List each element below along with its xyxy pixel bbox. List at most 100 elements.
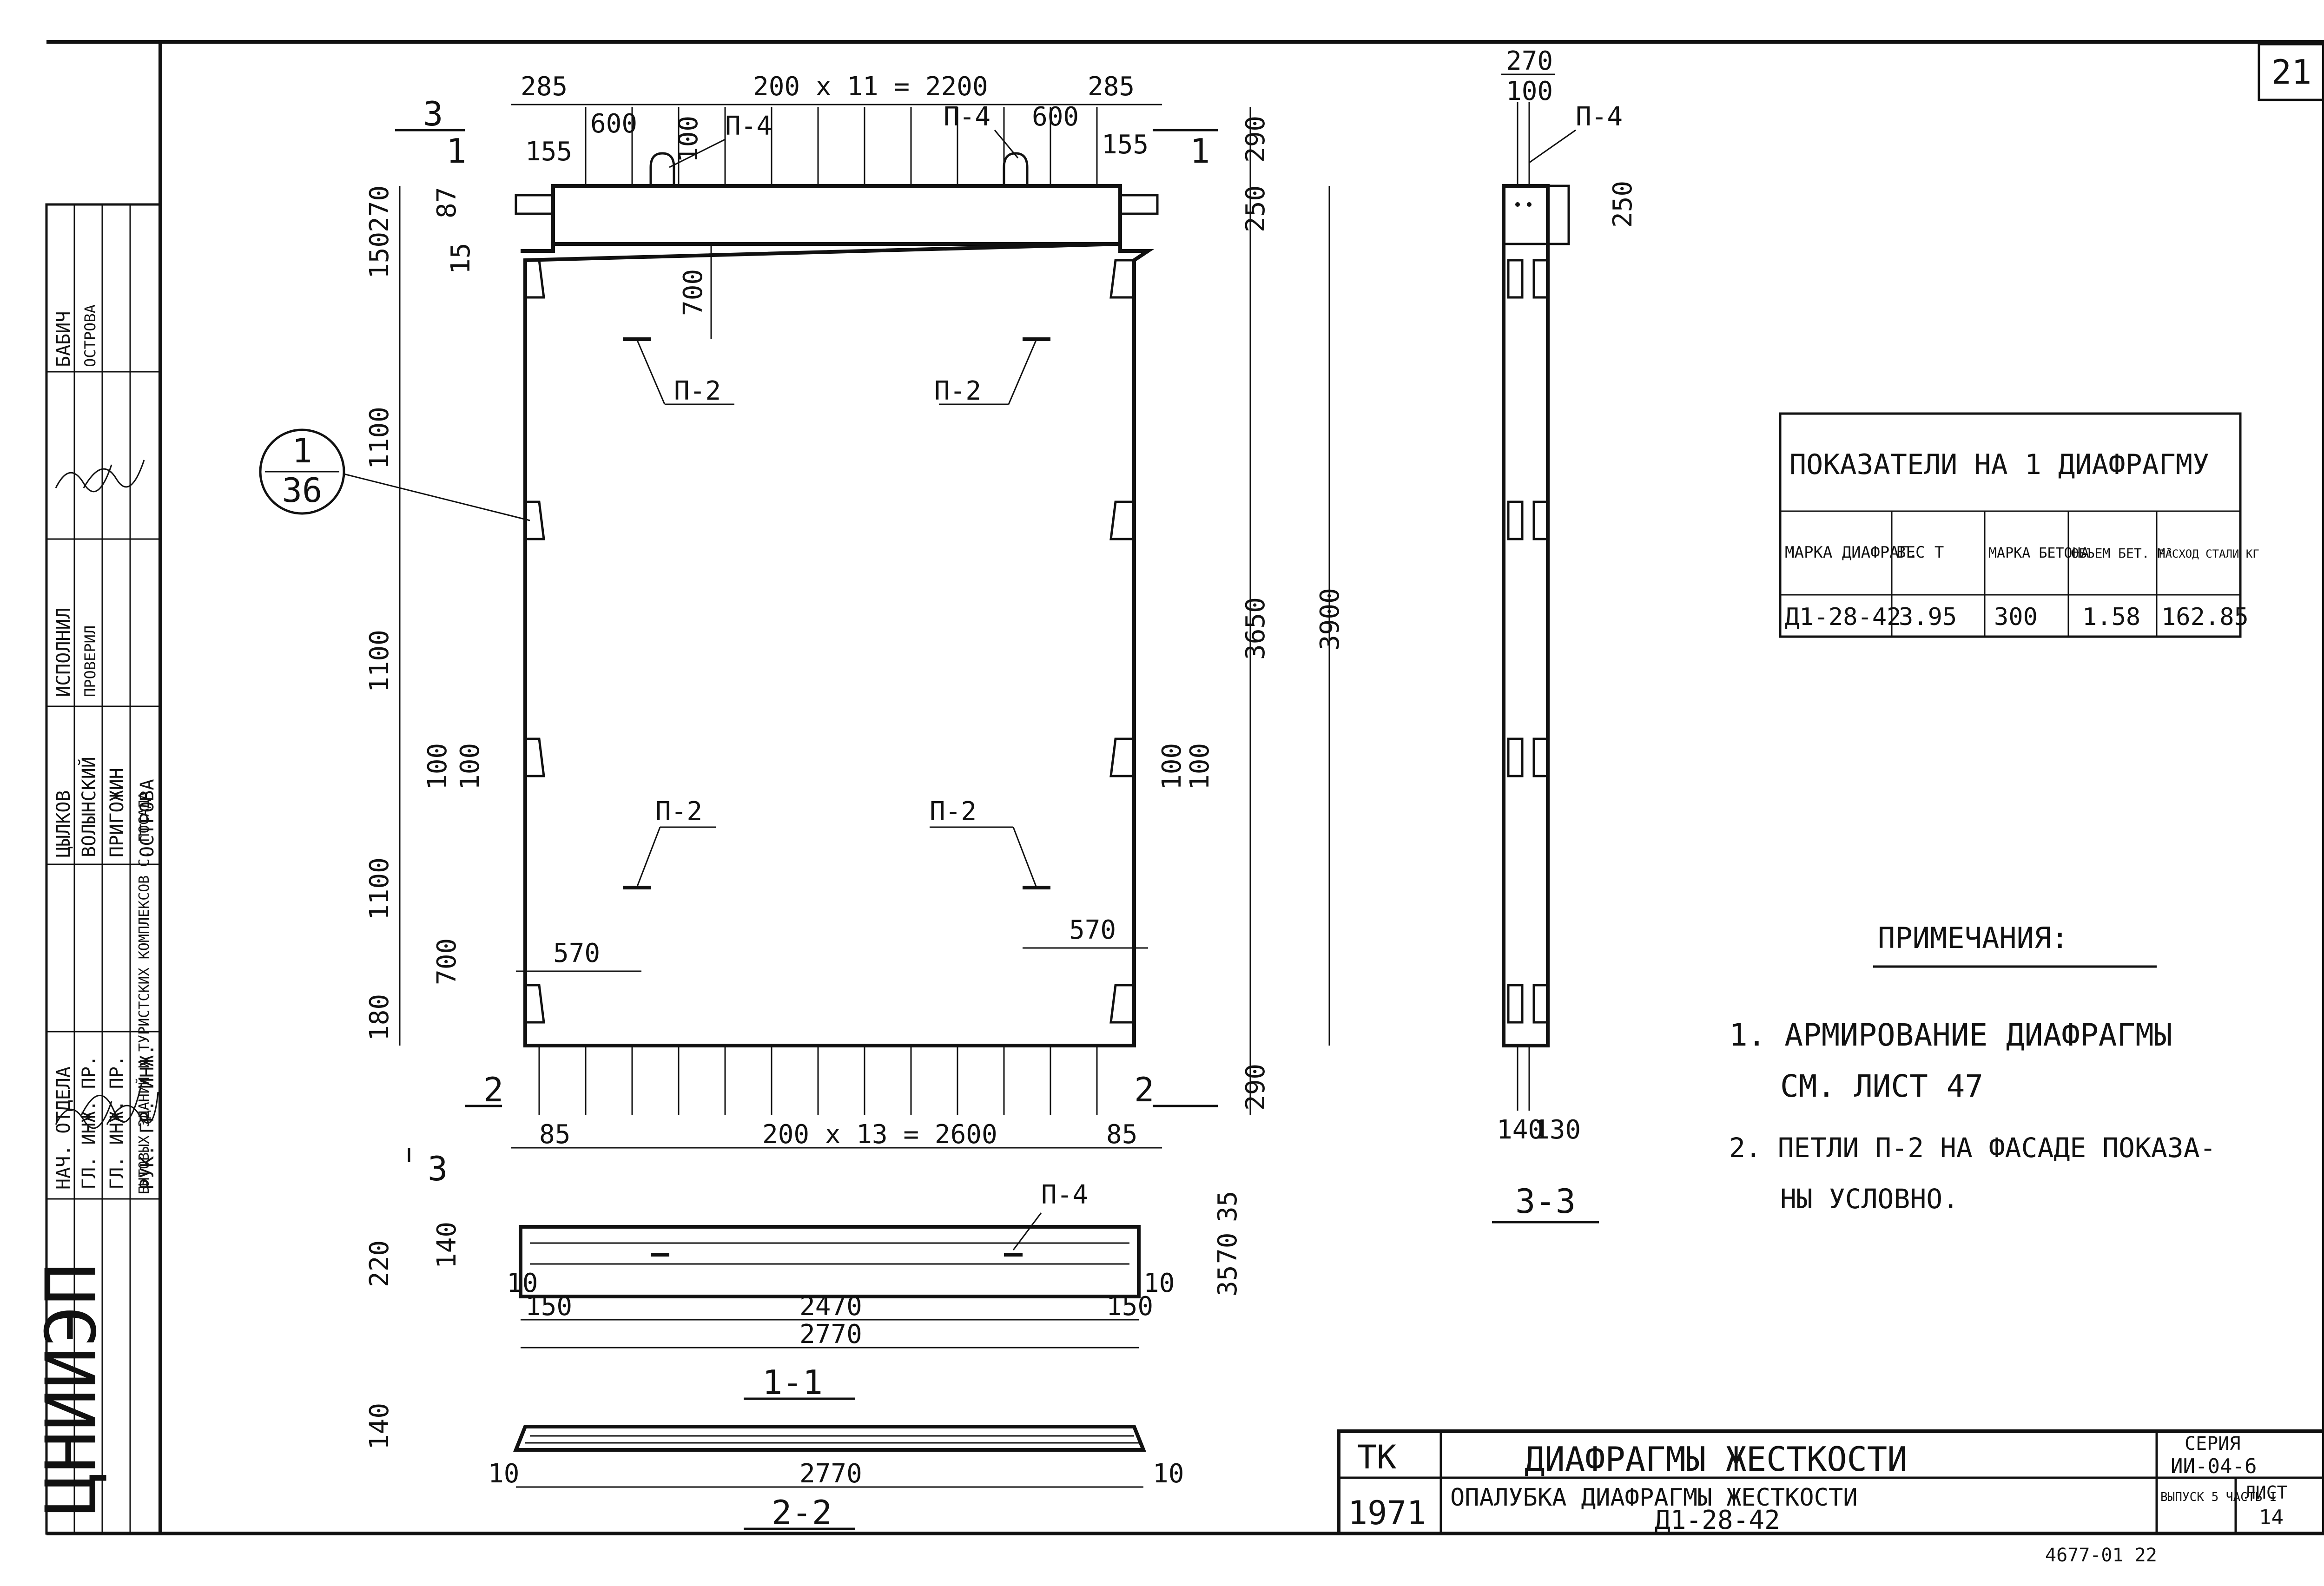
title-block: ТК 1971 ДИАФРАГМЫ ЖЕСТКОСТИ ОПАЛУБКА ДИА… [1337,1429,2324,1535]
diaphragm-outline [521,242,1155,1047]
note-1b: СМ. ЛИСТ 47 [1780,1068,1983,1104]
end-block-left [515,194,555,215]
stamp-role-1: НАЧ. ОТДЕЛА [53,1066,74,1190]
table-header-2: ВЕС Т [1896,543,1944,562]
note-2b: НЫ УСЛОВНО. [1780,1183,1959,1215]
top-dim-center: 200 x 11 = 2200 [753,72,988,102]
stamp-name-3: ПРИГОЖИН [106,768,128,857]
sec22-title: 2-2 [772,1493,832,1532]
signature-scribble-2 [80,1082,143,1123]
top-dim-left: 285 [521,72,568,102]
title-line-3: Д1-28-42 [1655,1505,1780,1535]
sec11-bottom-150a: 150 [525,1291,572,1322]
top-dim-right: 285 [1088,72,1135,102]
left-dim-700: 700 [432,938,462,985]
section-marks: 1 1 2 2 3 3 [395,94,1218,1188]
top-sub-155-right: 155 [1102,130,1149,160]
right-dim-3650: 3650 [1241,597,1271,660]
sec11-right-70: 70 [1213,1233,1243,1264]
title-year: 1971 [1348,1494,1426,1532]
sec11-left-10: 10 [507,1268,538,1298]
right-dim-3900: 3900 [1315,588,1345,651]
table-title: ПОКАЗАТЕЛИ НА 1 ДИАФРАГМУ [1789,448,2209,481]
left-small-100-b: 100 [455,743,485,790]
right-small-100-b: 100 [1185,743,1215,790]
sec11-bottom-2770: 2770 [799,1319,862,1349]
sheet-value: 14 [2259,1506,2284,1529]
end-block-right [1119,194,1159,215]
sheet-number-box [2258,43,2324,101]
left-dim-150: 150 [364,232,395,279]
top-rebar-ticks [585,107,1098,186]
top-sub-155-left: 155 [525,137,572,167]
sec33-loop: П-4 [1576,102,1623,132]
sec33-top-270: 270 [1506,46,1553,76]
indicators-table: ПОКАЗАТЕЛИ НА 1 ДИАФРАГМУ МАРКА ДИАФРАГ.… [1779,412,2259,638]
left-dim-1100-a: 1100 [364,407,395,469]
section-2-2: 140 10 2770 10 2-2 [364,1403,1184,1532]
top-rib [551,184,1122,246]
top-sub-100: 100 [673,116,704,163]
top-sub-600-right: 600 [1032,102,1079,132]
shear-keys-left [525,259,545,1024]
note-1: 1. АРМИРОВАНИЕ ДИАФРАГМЫ [1729,1017,2172,1053]
stamp-name-2: ВОЛЫНСКИЙ [78,757,100,857]
callout-top: 1 [292,431,312,470]
table-cell-weight: 3.95 [1899,603,1957,631]
loop-label-right: П-4 [944,102,990,132]
sec11-bottom-150b: 150 [1106,1291,1153,1322]
sec11-loop: П-4 [1041,1180,1088,1210]
sec11-right-10: 10 [1143,1268,1175,1298]
p2-label-1: П-2 [674,376,721,406]
stamp-extra-name-2: ОСТРОВА [81,304,99,367]
stamp-extra-role-1: ИСПОЛНИЛ [53,607,74,697]
p2-label-2: П-2 [934,376,981,406]
stamp-name-1: ЦЫЛКОВ [53,790,74,858]
title-tk: ТК [1357,1438,1396,1476]
section-mark-1-left: 1 [446,132,466,171]
top-sub-600-left: 600 [590,109,637,139]
right-dim-290-top: 290 [1241,116,1271,163]
table-cell-steel: 162.85 [2161,603,2249,631]
footer-code: 4677-01 22 [2045,1545,2157,1566]
sheet-label: ЛИСТ [2245,1482,2288,1503]
right-dim-250: 250 [1241,185,1271,232]
sheet-number: 21 [2271,53,2312,92]
sec22-left-140: 140 [364,1403,395,1450]
sec33-bottom-140: 140 [1497,1115,1544,1145]
series-value: ИИ-04-6 [2171,1454,2257,1478]
right-dim-290-bottom: 290 [1241,1064,1271,1111]
bottom-dim-left: 85 [539,1119,570,1150]
stamp-org: ЦНИИЭП [31,1263,112,1515]
lifting-loop-right [1003,152,1029,186]
right-small-100-a: 100 [1157,743,1187,790]
signature-scribble-3 [106,1092,159,1125]
stamp-name-4: ОСТРОВА [137,779,158,857]
left-dim-180: 180 [364,994,395,1041]
signature-scribble-4 [55,464,112,493]
table-cell-mark: Д1-28-42 [1785,603,1901,631]
left-dim-87: 87 [432,187,462,218]
stamp-extra-name-1: БАБИЧ [53,311,74,367]
left-dim-15: 15 [446,243,476,274]
callout-bottom: 36 [282,471,323,510]
stamp-extra-role-2: ПРОВЕРИЛ [81,625,99,697]
sec33-side-250: 250 [1608,181,1638,228]
stamp-org-sub: БЫТОВЫХ ЗДАНИЙ И ТУРИСТСКИХ КОМПЛЕКСОВ С… [136,791,152,1194]
note-2: 2. ПЕТЛИ П-2 НА ФАСАДЕ ПОКАЗА- [1729,1132,2216,1164]
title-line-1: ДИАФРАГМЫ ЖЕСТКОСТИ [1525,1440,1908,1479]
sec11-right-35a: 35 [1213,1191,1243,1222]
table-cell-concrete: 300 [1994,603,2038,631]
stamp-role-2: ГЛ. ИНЖ. ПР. [79,1055,100,1190]
left-dim-270: 270 [364,185,395,232]
shear-keys-right [1109,259,1134,1024]
sec33-top-100: 100 [1506,76,1553,106]
left-stamp: ЦНИИЭП БЫТОВЫХ ЗДАНИЙ И ТУРИСТСКИХ КОМПЛ… [31,203,162,1535]
sec11-left-220: 220 [364,1240,395,1287]
sec33-title: 3-3 [1515,1182,1576,1221]
sec11-title: 1-1 [762,1363,823,1402]
section-mark-3-bottom: 3 [428,1149,448,1188]
table-header-1: МАРКА ДИАФРАГ. [1785,543,1918,562]
table-cell-volume: 1.58 [2082,603,2140,631]
dim-570-left: 570 [553,938,600,968]
